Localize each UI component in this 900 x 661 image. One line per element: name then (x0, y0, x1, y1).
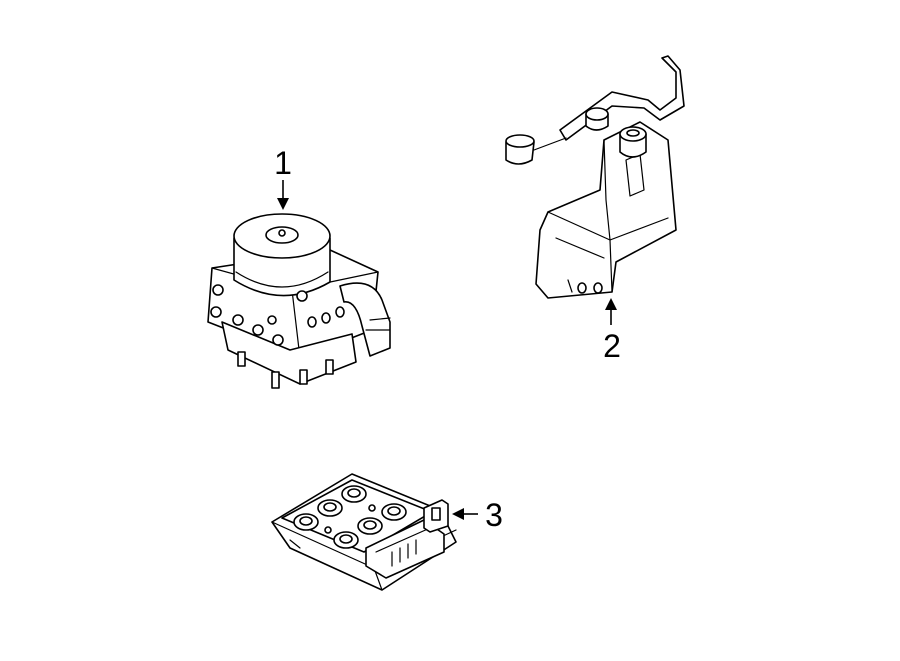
arrowhead-3 (452, 508, 464, 520)
callout-number-2: 2 (603, 328, 621, 364)
abs-modulator-assembly[interactable] (207, 213, 391, 389)
callout-number-1: 1 (274, 145, 292, 181)
control-module[interactable] (271, 473, 457, 591)
arrowhead-1 (277, 198, 289, 210)
mounting-bracket[interactable] (505, 55, 685, 299)
callout-number-3: 3 (485, 497, 503, 533)
arrowhead-2 (605, 298, 617, 310)
